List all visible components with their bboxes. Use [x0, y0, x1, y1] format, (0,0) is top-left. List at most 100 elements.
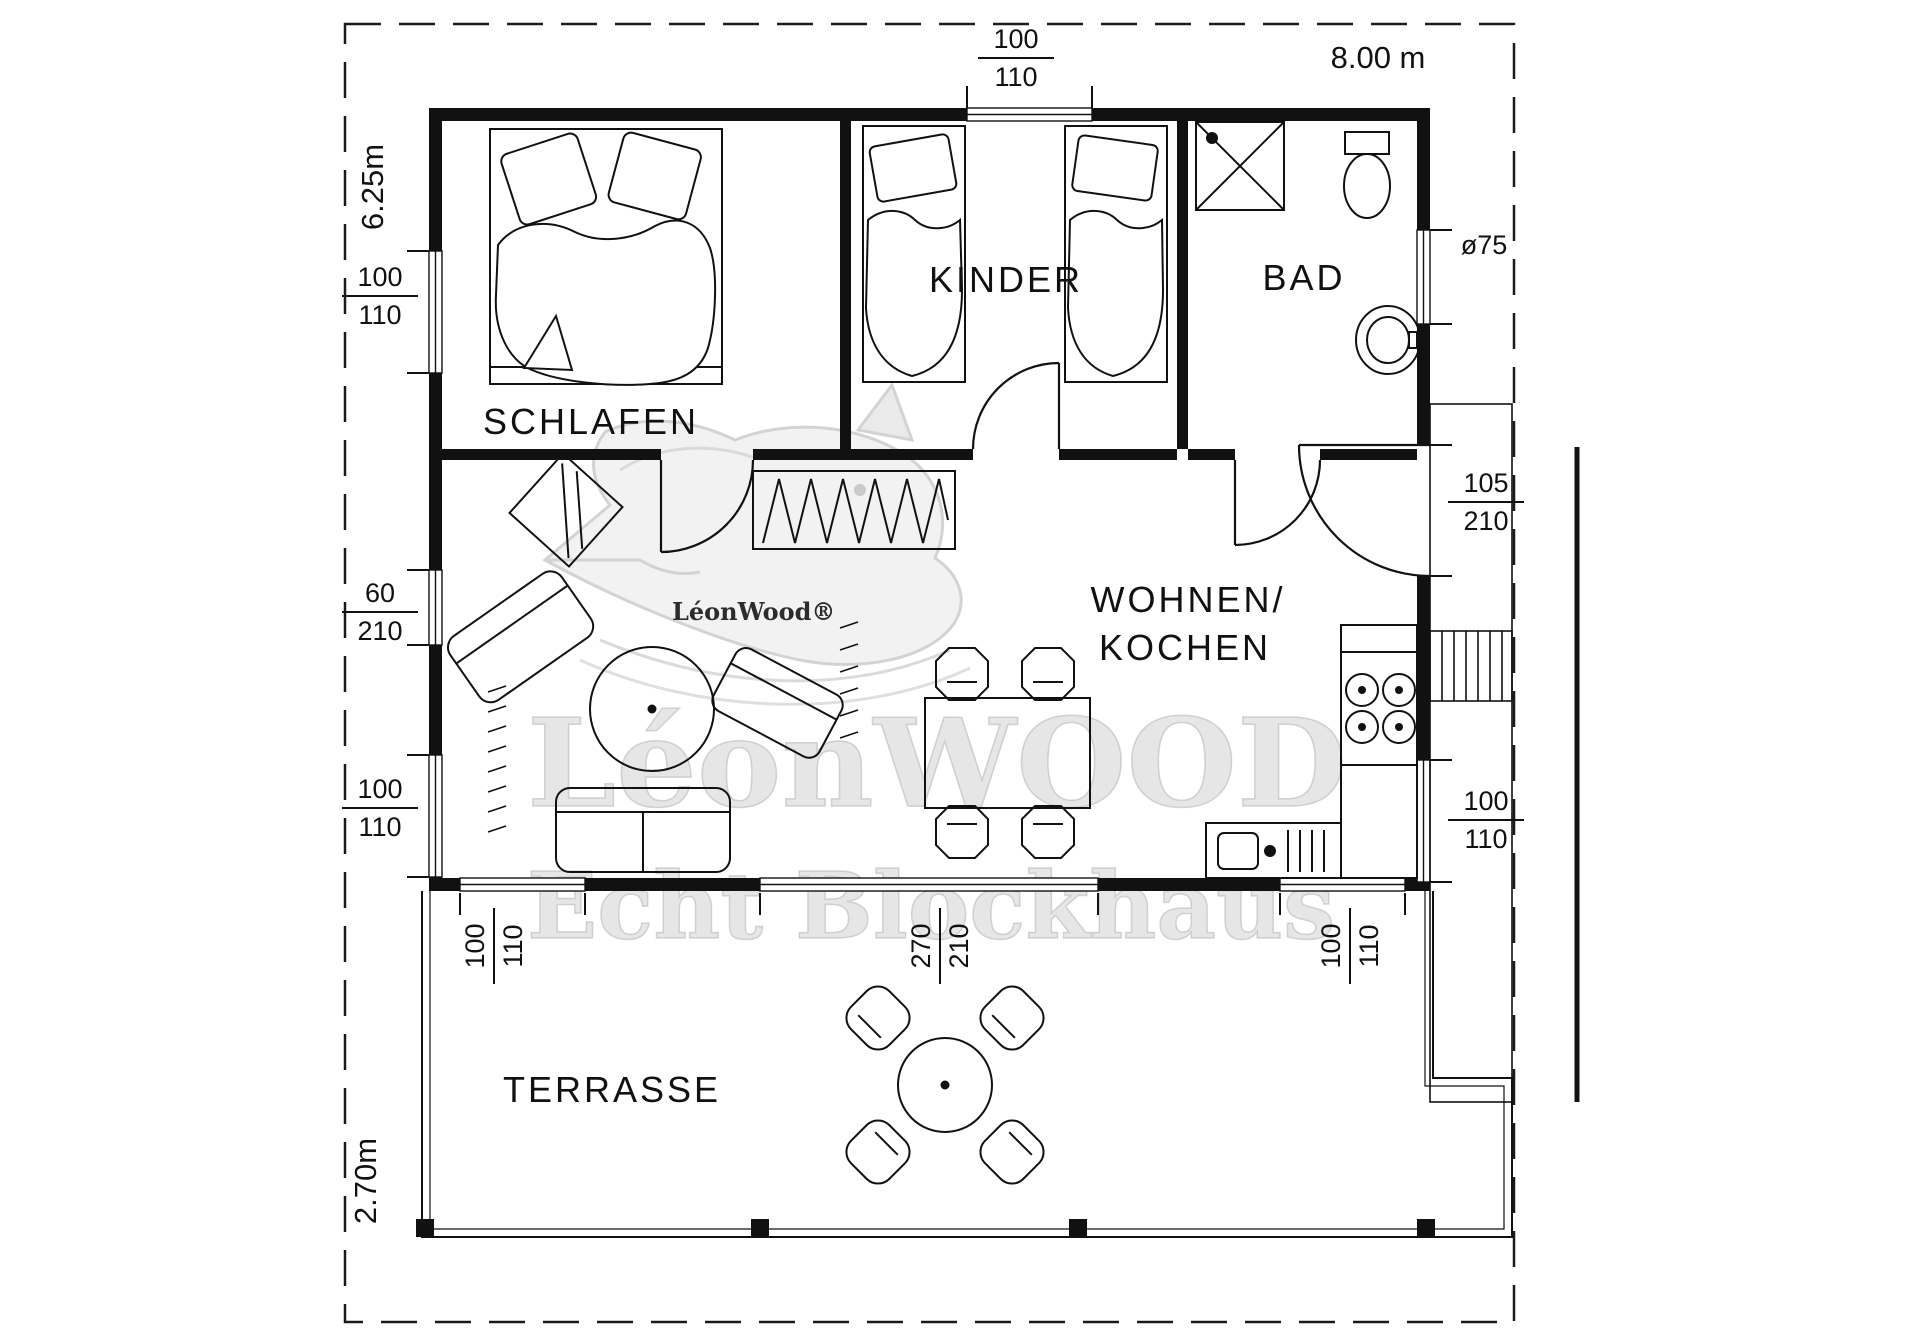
dim-top-window: 100 110	[978, 24, 1054, 92]
dim-tlw-den: 110	[498, 924, 528, 967]
dim-terrace-depth: 2.70m	[348, 1138, 383, 1224]
windows	[428, 107, 1431, 892]
room-label-wohnen-1: WOHNEN/	[1091, 579, 1286, 620]
dining-table	[924, 697, 1091, 809]
door-kinder	[971, 361, 1061, 450]
dimension-ticks	[407, 86, 1452, 915]
kitchen-sink	[1205, 822, 1342, 879]
dim-rlw-den: 110	[1464, 824, 1507, 854]
wall-kinder-bad	[1177, 121, 1188, 449]
dim-top-window-den: 110	[994, 62, 1037, 92]
window-terrace-right	[1279, 877, 1406, 892]
window-left-wohnen	[428, 569, 443, 646]
dim-left-schlafen-window: 100 110	[342, 262, 418, 330]
washbasin	[1355, 305, 1421, 375]
room-label-wohnen-2: KOCHEN	[1099, 627, 1271, 668]
dim-llw-num: 100	[357, 774, 402, 804]
window-top-kinder	[966, 107, 1093, 122]
kitchen	[1205, 624, 1418, 879]
watermark-sub-text: Echt Blockhaus	[527, 852, 1335, 960]
property-boundary	[343, 22, 1516, 1324]
door-side-entrance	[1297, 443, 1431, 578]
terrace-posts	[416, 1219, 1435, 1237]
dim-terrace-left-window: 100 110	[460, 908, 528, 984]
dim-lww-num: 60	[365, 578, 395, 608]
pillow	[868, 133, 958, 203]
furniture-wohnen	[446, 452, 1091, 873]
dim-tlw-num: 100	[460, 923, 490, 968]
coffee-table-round	[589, 646, 715, 772]
exterior-landing	[1429, 403, 1580, 1103]
shower	[1195, 121, 1285, 211]
dining-chair	[1021, 647, 1075, 701]
doors	[659, 361, 1431, 578]
dim-lsw-den: 110	[358, 300, 401, 330]
dim-terrace-door: 270 210	[906, 908, 974, 984]
furniture-schlafen	[489, 128, 723, 386]
outer-walls	[429, 108, 1430, 891]
rug-fringe	[487, 621, 859, 833]
dim-right-side-door: 105 210	[1448, 468, 1524, 536]
dining-set	[924, 647, 1091, 859]
door-terrace-sliding	[759, 877, 1099, 892]
furniture-bad	[1195, 121, 1421, 375]
terrace	[416, 891, 1513, 1238]
wardrobe	[752, 470, 956, 550]
kids-bed-right	[1064, 125, 1168, 383]
dim-trw-num: 100	[1316, 923, 1346, 968]
pillow	[1071, 134, 1159, 202]
window-left-lower	[428, 754, 443, 878]
armchair-corner	[508, 452, 624, 568]
door-schlafen	[659, 459, 755, 554]
terrace-table	[897, 1037, 993, 1133]
dim-lww-den: 210	[357, 616, 402, 646]
dining-chair	[1021, 805, 1075, 859]
dining-chair	[935, 647, 989, 701]
dim-left-lower-window: 100 110	[342, 774, 418, 842]
furniture-kinder	[862, 125, 1168, 383]
dim-right-lower-window: 100 110	[1448, 786, 1524, 854]
dim-lsw-num: 100	[357, 262, 402, 292]
dim-rlw-num: 100	[1463, 786, 1508, 816]
dim-rsd-num: 105	[1463, 468, 1508, 498]
sofa	[555, 787, 731, 873]
window-left-schlafen	[428, 250, 443, 374]
dim-terrace-right-window: 100 110	[1316, 908, 1384, 984]
terrace-chair	[979, 985, 1045, 1051]
armchair-2	[711, 647, 844, 759]
terrace-outline	[421, 891, 1513, 1238]
window-right-round-bad	[1416, 229, 1431, 325]
blanket	[864, 210, 964, 378]
terrace-inner-line	[429, 891, 1505, 1230]
stove	[1345, 673, 1416, 744]
terrace-chair	[845, 985, 911, 1051]
dim-rsd-den: 210	[1463, 506, 1508, 536]
room-label-schlafen: SCHLAFEN	[483, 401, 699, 442]
window-right-lower	[1416, 759, 1431, 883]
dim-td-num: 270	[906, 923, 936, 968]
toilet	[1343, 131, 1391, 219]
armchair-1	[446, 570, 595, 704]
pillow	[607, 131, 702, 221]
dim-llw-den: 110	[358, 812, 401, 842]
exterior-stairs	[1429, 630, 1513, 702]
dim-overall-width: 8.00 m	[1331, 40, 1426, 75]
dim-top-window-num: 100	[993, 24, 1038, 54]
dining-chair	[935, 805, 989, 859]
room-label-terrasse: TERRASSE	[503, 1069, 721, 1110]
kitchen-counter	[1340, 624, 1418, 879]
dim-right-round-window: ø75	[1461, 230, 1508, 260]
room-label-kinder: KINDER	[929, 259, 1083, 300]
terrace-chair	[979, 1119, 1045, 1185]
window-terrace-left	[459, 877, 586, 892]
dim-left-wohnen-window: 60 210	[342, 578, 418, 646]
pillow	[500, 132, 598, 226]
room-label-bad: BAD	[1262, 257, 1345, 298]
terrace-chair	[845, 1119, 911, 1185]
door-bad	[1233, 459, 1322, 547]
dim-house-depth: 6.25m	[355, 144, 390, 230]
watermark-logo-text: LéonWood®	[672, 597, 835, 626]
kids-bed-left	[862, 125, 966, 383]
